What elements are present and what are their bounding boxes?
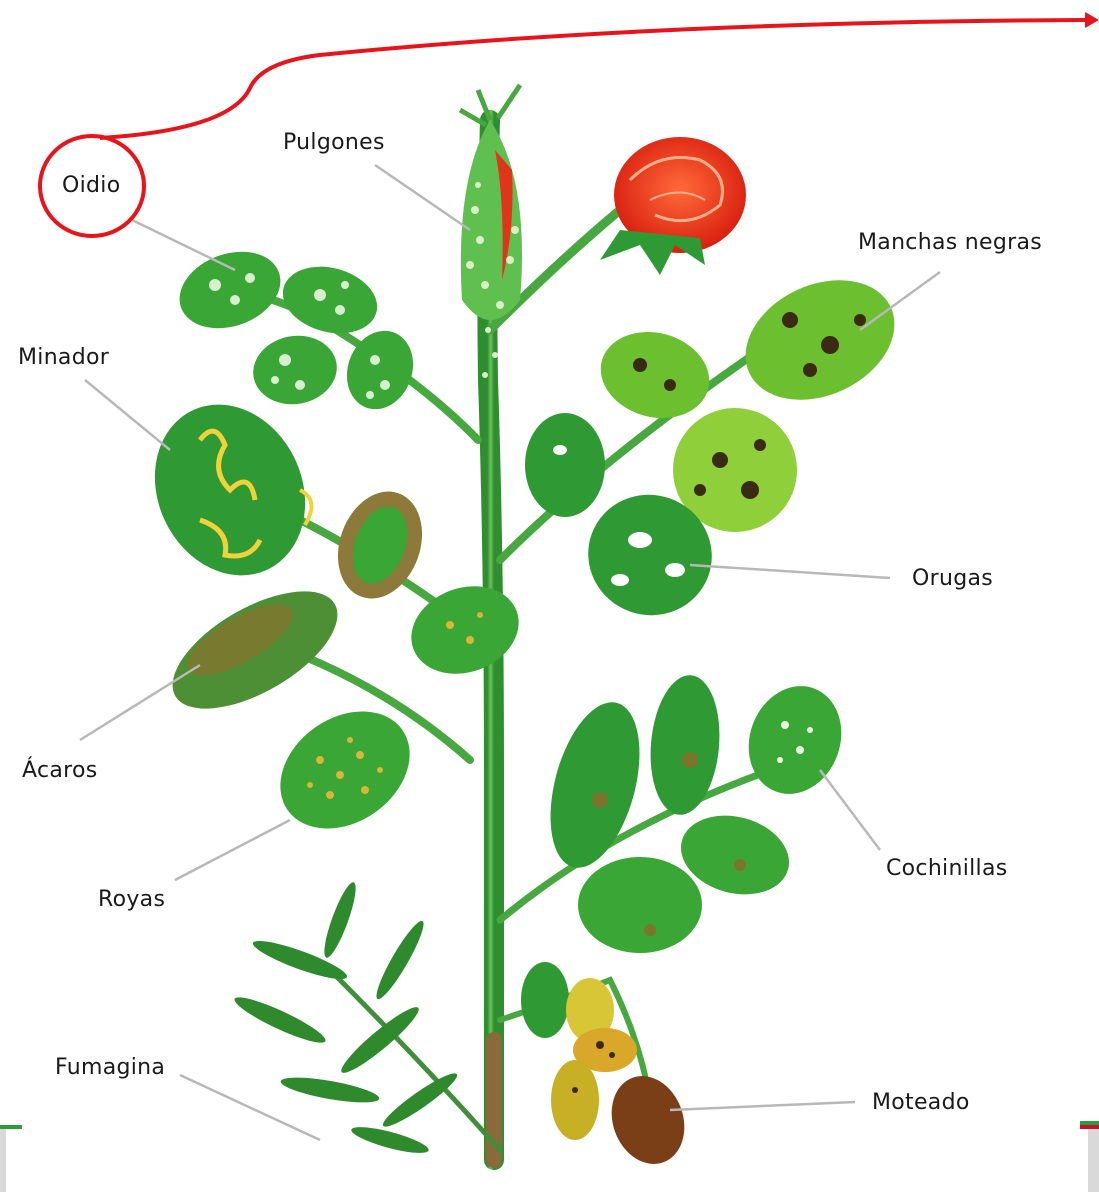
oidio-leaves <box>169 238 424 418</box>
moteado-leaves <box>521 962 696 1174</box>
leader-royas <box>175 820 290 880</box>
label-minador: Minador <box>18 345 109 370</box>
label-royas: Royas <box>98 887 165 912</box>
label-acaros: Ácaros <box>22 758 98 783</box>
label-oidio: Oidio <box>62 173 120 198</box>
highlight-arrow-head <box>1085 12 1099 28</box>
label-orugas: Orugas <box>912 566 993 591</box>
cochinillas-leaves <box>534 672 856 953</box>
label-manchas-negras: Manchas negras <box>858 230 1042 255</box>
label-pulgones: Pulgones <box>283 130 385 155</box>
highlight-arrow-line <box>100 20 1085 138</box>
leader-moteado <box>670 1102 855 1110</box>
acaros-leaf <box>154 568 355 733</box>
label-moteado: Moteado <box>872 1090 970 1115</box>
label-fumagina: Fumagina <box>55 1055 165 1080</box>
leader-orugas <box>690 565 890 578</box>
highlight-annotation <box>40 12 1099 236</box>
leader-oidio <box>132 220 235 270</box>
rose-flower <box>600 137 746 275</box>
leader-cochinillas <box>820 770 880 850</box>
label-cochinillas: Cochinillas <box>886 856 1008 881</box>
leader-minador <box>85 380 170 450</box>
minador-leaf <box>128 380 437 611</box>
fumagina-leaves <box>231 880 462 1158</box>
leader-pulgones <box>375 165 470 230</box>
leaves <box>128 238 914 1174</box>
edge-decorations <box>0 1121 1099 1192</box>
